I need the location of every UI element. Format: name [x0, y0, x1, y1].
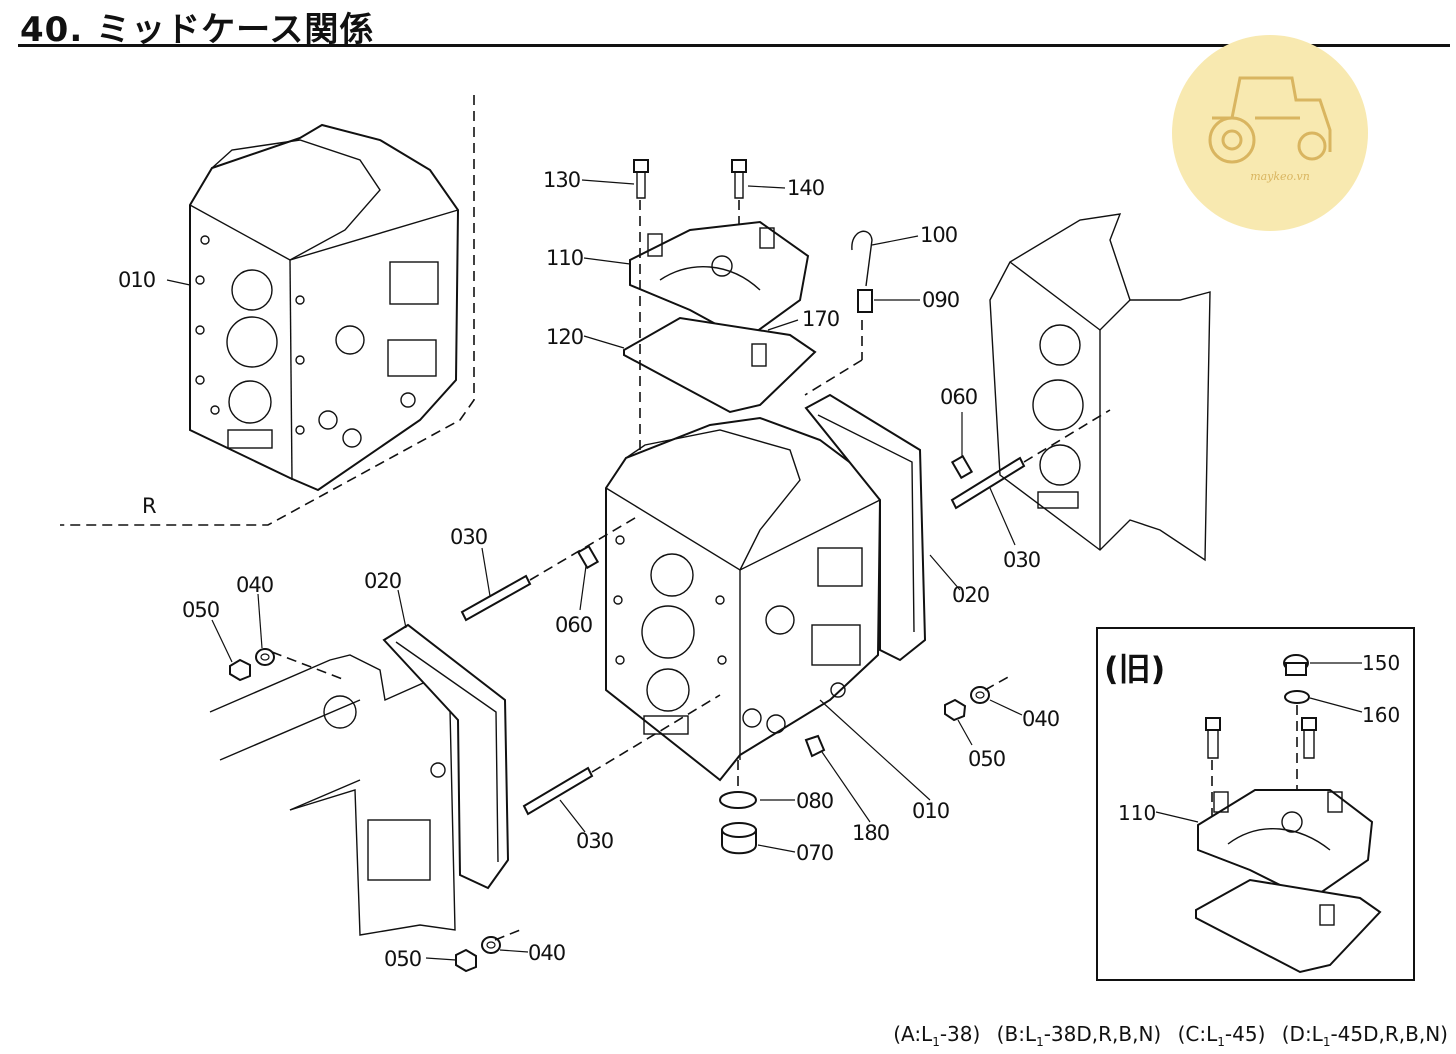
inset-title: (旧) [1104, 650, 1165, 688]
label-100: 100 [920, 223, 957, 247]
label-140: 140 [787, 176, 824, 200]
model-codes: (A:L1-38) (B:L1-38D,R,B,N) (C:L1-45) (D:… [883, 1022, 1448, 1049]
label-030-upper: 030 [450, 525, 487, 549]
case-r-drawing [60, 95, 475, 526]
plug-070-drawing [719, 760, 757, 855]
label-060-left: 060 [555, 613, 592, 637]
pin-060-right [950, 454, 974, 480]
label-050-upper: 050 [182, 598, 219, 622]
rear-case-drawing [989, 213, 1211, 562]
front-case-drawing [209, 654, 456, 936]
label-040-upper: 040 [236, 573, 273, 597]
label-040-lower: 040 [528, 941, 565, 965]
label-170: 170 [802, 307, 839, 331]
label-040-right: 040 [1022, 707, 1059, 731]
section-mark-r: R [142, 494, 156, 518]
label-070: 070 [796, 841, 833, 865]
label-020-right: 020 [952, 583, 989, 607]
label-160: 160 [1362, 703, 1400, 727]
stud-030-right [950, 409, 1111, 510]
washer-040-lower [481, 936, 501, 954]
bolt-140-drawing [731, 159, 747, 225]
inset-cover-drawing [1195, 654, 1382, 974]
model-code-b: (B:L1-38D,R,B,N) [996, 1022, 1162, 1049]
washer-040-upper [255, 648, 275, 666]
model-code-a: (A:L1-38) [893, 1022, 981, 1049]
gasket-020-left [382, 623, 510, 890]
title-underline [18, 44, 1450, 47]
label-080: 080 [796, 789, 833, 813]
inset-frame [1096, 627, 1415, 981]
watermark-text: maykeo.vn [1250, 170, 1310, 183]
watermark-logo: maykeo.vn [1172, 35, 1368, 231]
washer-040-right [970, 686, 990, 704]
label-120: 120 [546, 325, 583, 349]
pin-060-left [576, 544, 600, 570]
label-030-lower: 030 [576, 829, 613, 853]
nut-050-upper [229, 658, 251, 682]
stud-030-upper [460, 514, 641, 622]
label-150: 150 [1362, 651, 1400, 675]
nut-050-right [944, 698, 967, 722]
label-110-inset: 110 [1118, 801, 1156, 825]
label-110: 110 [546, 246, 583, 270]
hose-100-drawing [804, 230, 873, 396]
bolt-180-drawing [804, 734, 826, 758]
label-020-left: 020 [364, 569, 401, 593]
page-title: 40. ミッドケース関係 [20, 10, 375, 50]
label-180: 180 [852, 821, 889, 845]
nut-050-lower [455, 948, 477, 973]
gasket-020-right [804, 393, 927, 662]
label-010-mid: 010 [912, 799, 949, 823]
mid-case-010-drawing [605, 416, 882, 782]
label-130: 130 [543, 168, 580, 192]
label-010-r: 010 [118, 268, 155, 292]
model-code-d: (D:L1-45D,R,B,N) [1281, 1022, 1448, 1049]
label-050-lower: 050 [384, 947, 421, 971]
stud-030-lower [522, 694, 721, 816]
label-030-right: 030 [1003, 548, 1040, 572]
model-code-c: (C:L1-45) [1177, 1022, 1266, 1049]
label-090: 090 [922, 288, 959, 312]
label-050-right: 050 [968, 747, 1005, 771]
label-060-right: 060 [940, 385, 977, 409]
cover-110-drawing [623, 220, 817, 414]
bolt-130-drawing [633, 159, 649, 450]
